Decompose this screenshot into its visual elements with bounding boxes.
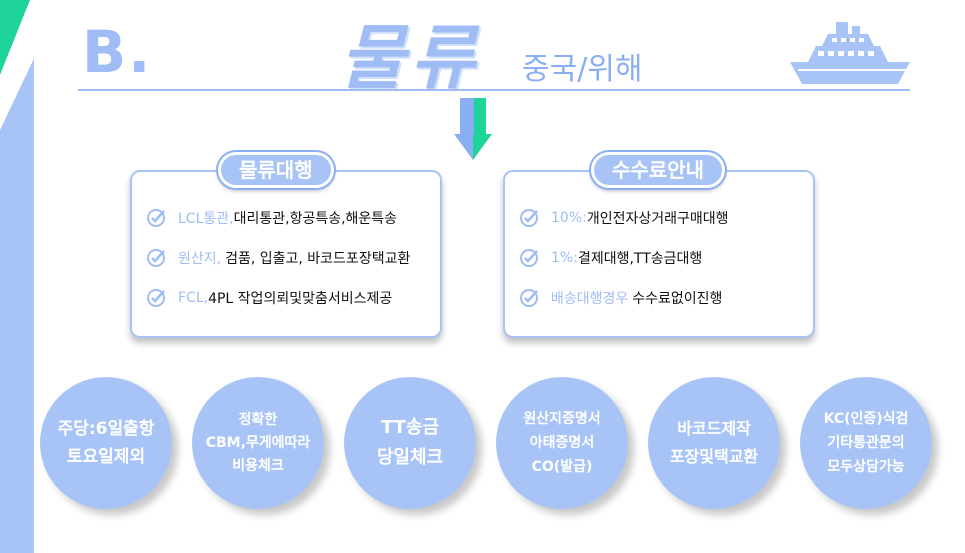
check-circle-icon <box>520 249 538 267</box>
item-text: 검품, 입출고, 바코드포장택교환 <box>225 251 411 267</box>
check-circle-icon <box>147 289 165 307</box>
feature-circle-kc-certification: KC(인증)식검 기타통관문의 모두상담가능 <box>800 377 932 509</box>
feature-circle-certificate-of-origin: 원산지증명서 아태증명서 CO(발급) <box>496 377 628 509</box>
circle-line: TT송금 <box>380 417 440 438</box>
check-circle-icon <box>147 249 165 267</box>
item-highlight: 원산지, <box>178 251 222 267</box>
check-circle-icon <box>147 209 165 227</box>
circle-line: 포장및택교환 <box>669 447 759 466</box>
left-accent-stripe <box>0 0 38 130</box>
page-title: 물류 <box>340 17 481 99</box>
item-highlight: FCL, <box>178 290 209 306</box>
arrow-down-icon <box>454 98 492 160</box>
page-subtitle: 중국/위해 <box>522 52 643 87</box>
item-text: 수수료없이진행 <box>632 291 723 307</box>
list-item: 배송대행경우 수수료없이진행 <box>519 286 722 310</box>
list-item: 1%: 결제대행,TT송금대행 <box>519 246 702 270</box>
circle-line: 아태증명서 <box>529 435 595 451</box>
circle-line: 모두상담가능 <box>827 459 905 475</box>
circle-line: 비용체크 <box>232 457 284 474</box>
list-item: 10%: 개인전자상거래구매대행 <box>519 206 729 230</box>
circle-line: 정확한 <box>238 411 278 428</box>
item-highlight: 배송대행경우 <box>551 291 629 307</box>
item-highlight: 10%: <box>551 210 587 226</box>
fee-guide-panel: 수수료안내 10%: 개인전자상거래구매대행 1%: 결제대행,TT송금대행 배… <box>503 152 815 338</box>
circle-line: 기타통관문의 <box>827 435 905 451</box>
check-circle-icon <box>520 209 538 227</box>
item-text: 개인전자상거래구매대행 <box>586 211 729 227</box>
ship-icon <box>790 22 910 84</box>
section-letter: B. <box>82 18 153 86</box>
item-highlight: LCL통관, <box>178 211 234 227</box>
feature-circle-cbm-weight: 정확한 CBM,무게에따라 비용체크 <box>192 377 324 509</box>
item-text: 대리통관,항공특송,해운특송 <box>233 211 398 227</box>
list-item: FCL, 4PL 작업의뢰및맞춤서비스제공 <box>146 286 392 310</box>
item-text: 4PL 작업의뢰및맞춤서비스제공 <box>208 291 393 307</box>
title-divider <box>78 89 910 91</box>
circle-line: KC(인증)식검 <box>823 411 909 427</box>
feature-circle-tt-remittance: TT송금 당일체크 <box>344 377 476 509</box>
circle-line: 당일체크 <box>376 447 444 468</box>
circle-line: CO(발급) <box>531 459 593 475</box>
circle-line: 바코드제작 <box>677 419 751 438</box>
panel-title-fees: 수수료안내 <box>591 152 725 188</box>
feature-circle-barcode-packing: 바코드제작 포장및택교환 <box>648 377 780 509</box>
circle-line: 토요일제외 <box>66 447 146 467</box>
panel-title-logistics: 물류대행 <box>218 152 334 188</box>
list-item: LCL통관, 대리통관,항공특송,해운특송 <box>146 206 397 230</box>
circle-line: 주당:6일출항 <box>57 419 155 439</box>
item-highlight: 1%: <box>551 250 578 266</box>
logistics-agency-panel: 물류대행 LCL통관, 대리통관,항공특송,해운특송 원산지, 검품, 입출고,… <box>130 152 442 338</box>
circle-line: CBM,무게에따라 <box>205 434 311 451</box>
list-item: 원산지, 검품, 입출고, 바코드포장택교환 <box>146 246 410 270</box>
circle-line: 원산지증명서 <box>523 411 601 427</box>
feature-circle-weekly-sailing: 주당:6일출항 토요일제외 <box>40 377 172 509</box>
check-circle-icon <box>520 289 538 307</box>
item-text: 결제대행,TT송금대행 <box>577 251 703 267</box>
